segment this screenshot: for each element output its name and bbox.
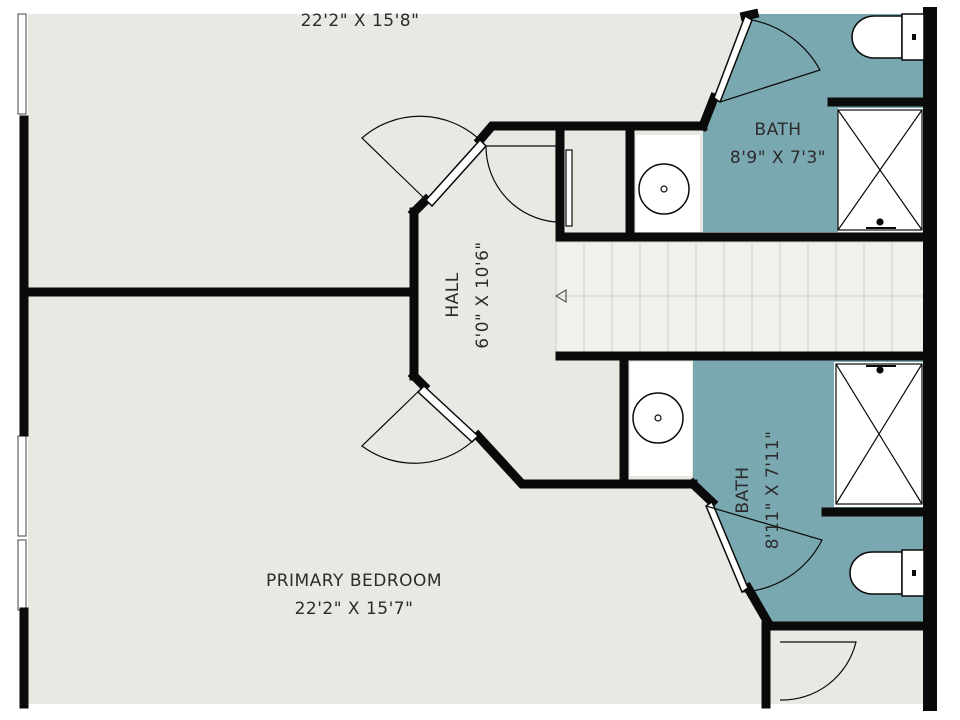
primary-bedroom-dims: 22'2" X 15'7" bbox=[295, 599, 414, 619]
door-swing-top-bedroom bbox=[361, 115, 481, 201]
top-bedroom-dims: 22'2" X 15'8" bbox=[301, 11, 420, 31]
left-windows bbox=[17, 13, 27, 611]
toilet-icon bbox=[851, 13, 925, 61]
lower-bath-name: BATH bbox=[733, 466, 753, 513]
shower-icon bbox=[837, 109, 923, 231]
sink-icon bbox=[638, 163, 690, 215]
door-swing-bottom bbox=[779, 641, 857, 701]
staircase bbox=[554, 241, 925, 353]
door-swing-closet bbox=[485, 145, 557, 223]
toilet-icon bbox=[849, 549, 925, 597]
walls bbox=[19, 7, 937, 711]
upper-bath-name: BATH bbox=[754, 120, 801, 140]
shower-icon bbox=[835, 363, 923, 505]
lower-bath-dims: 8'11" X 7'11" bbox=[763, 431, 783, 550]
door-swing-upper-bath bbox=[719, 19, 821, 103]
door-swings bbox=[361, 19, 857, 701]
upper-shower bbox=[838, 108, 924, 232]
door-swing-primary-bedroom bbox=[361, 385, 479, 464]
door-openings bbox=[416, 14, 753, 594]
stair-arrow-icon bbox=[554, 288, 567, 304]
primary-bedroom-name: PRIMARY BEDROOM bbox=[266, 571, 442, 591]
sink-icon bbox=[632, 392, 684, 444]
hall-dims: 6'0" X 10'6" bbox=[473, 241, 493, 349]
upper-bath-dims: 8'9" X 7'3" bbox=[730, 148, 826, 168]
hall-name: HALL bbox=[443, 272, 463, 317]
door-swing-lower-bath bbox=[705, 505, 823, 593]
